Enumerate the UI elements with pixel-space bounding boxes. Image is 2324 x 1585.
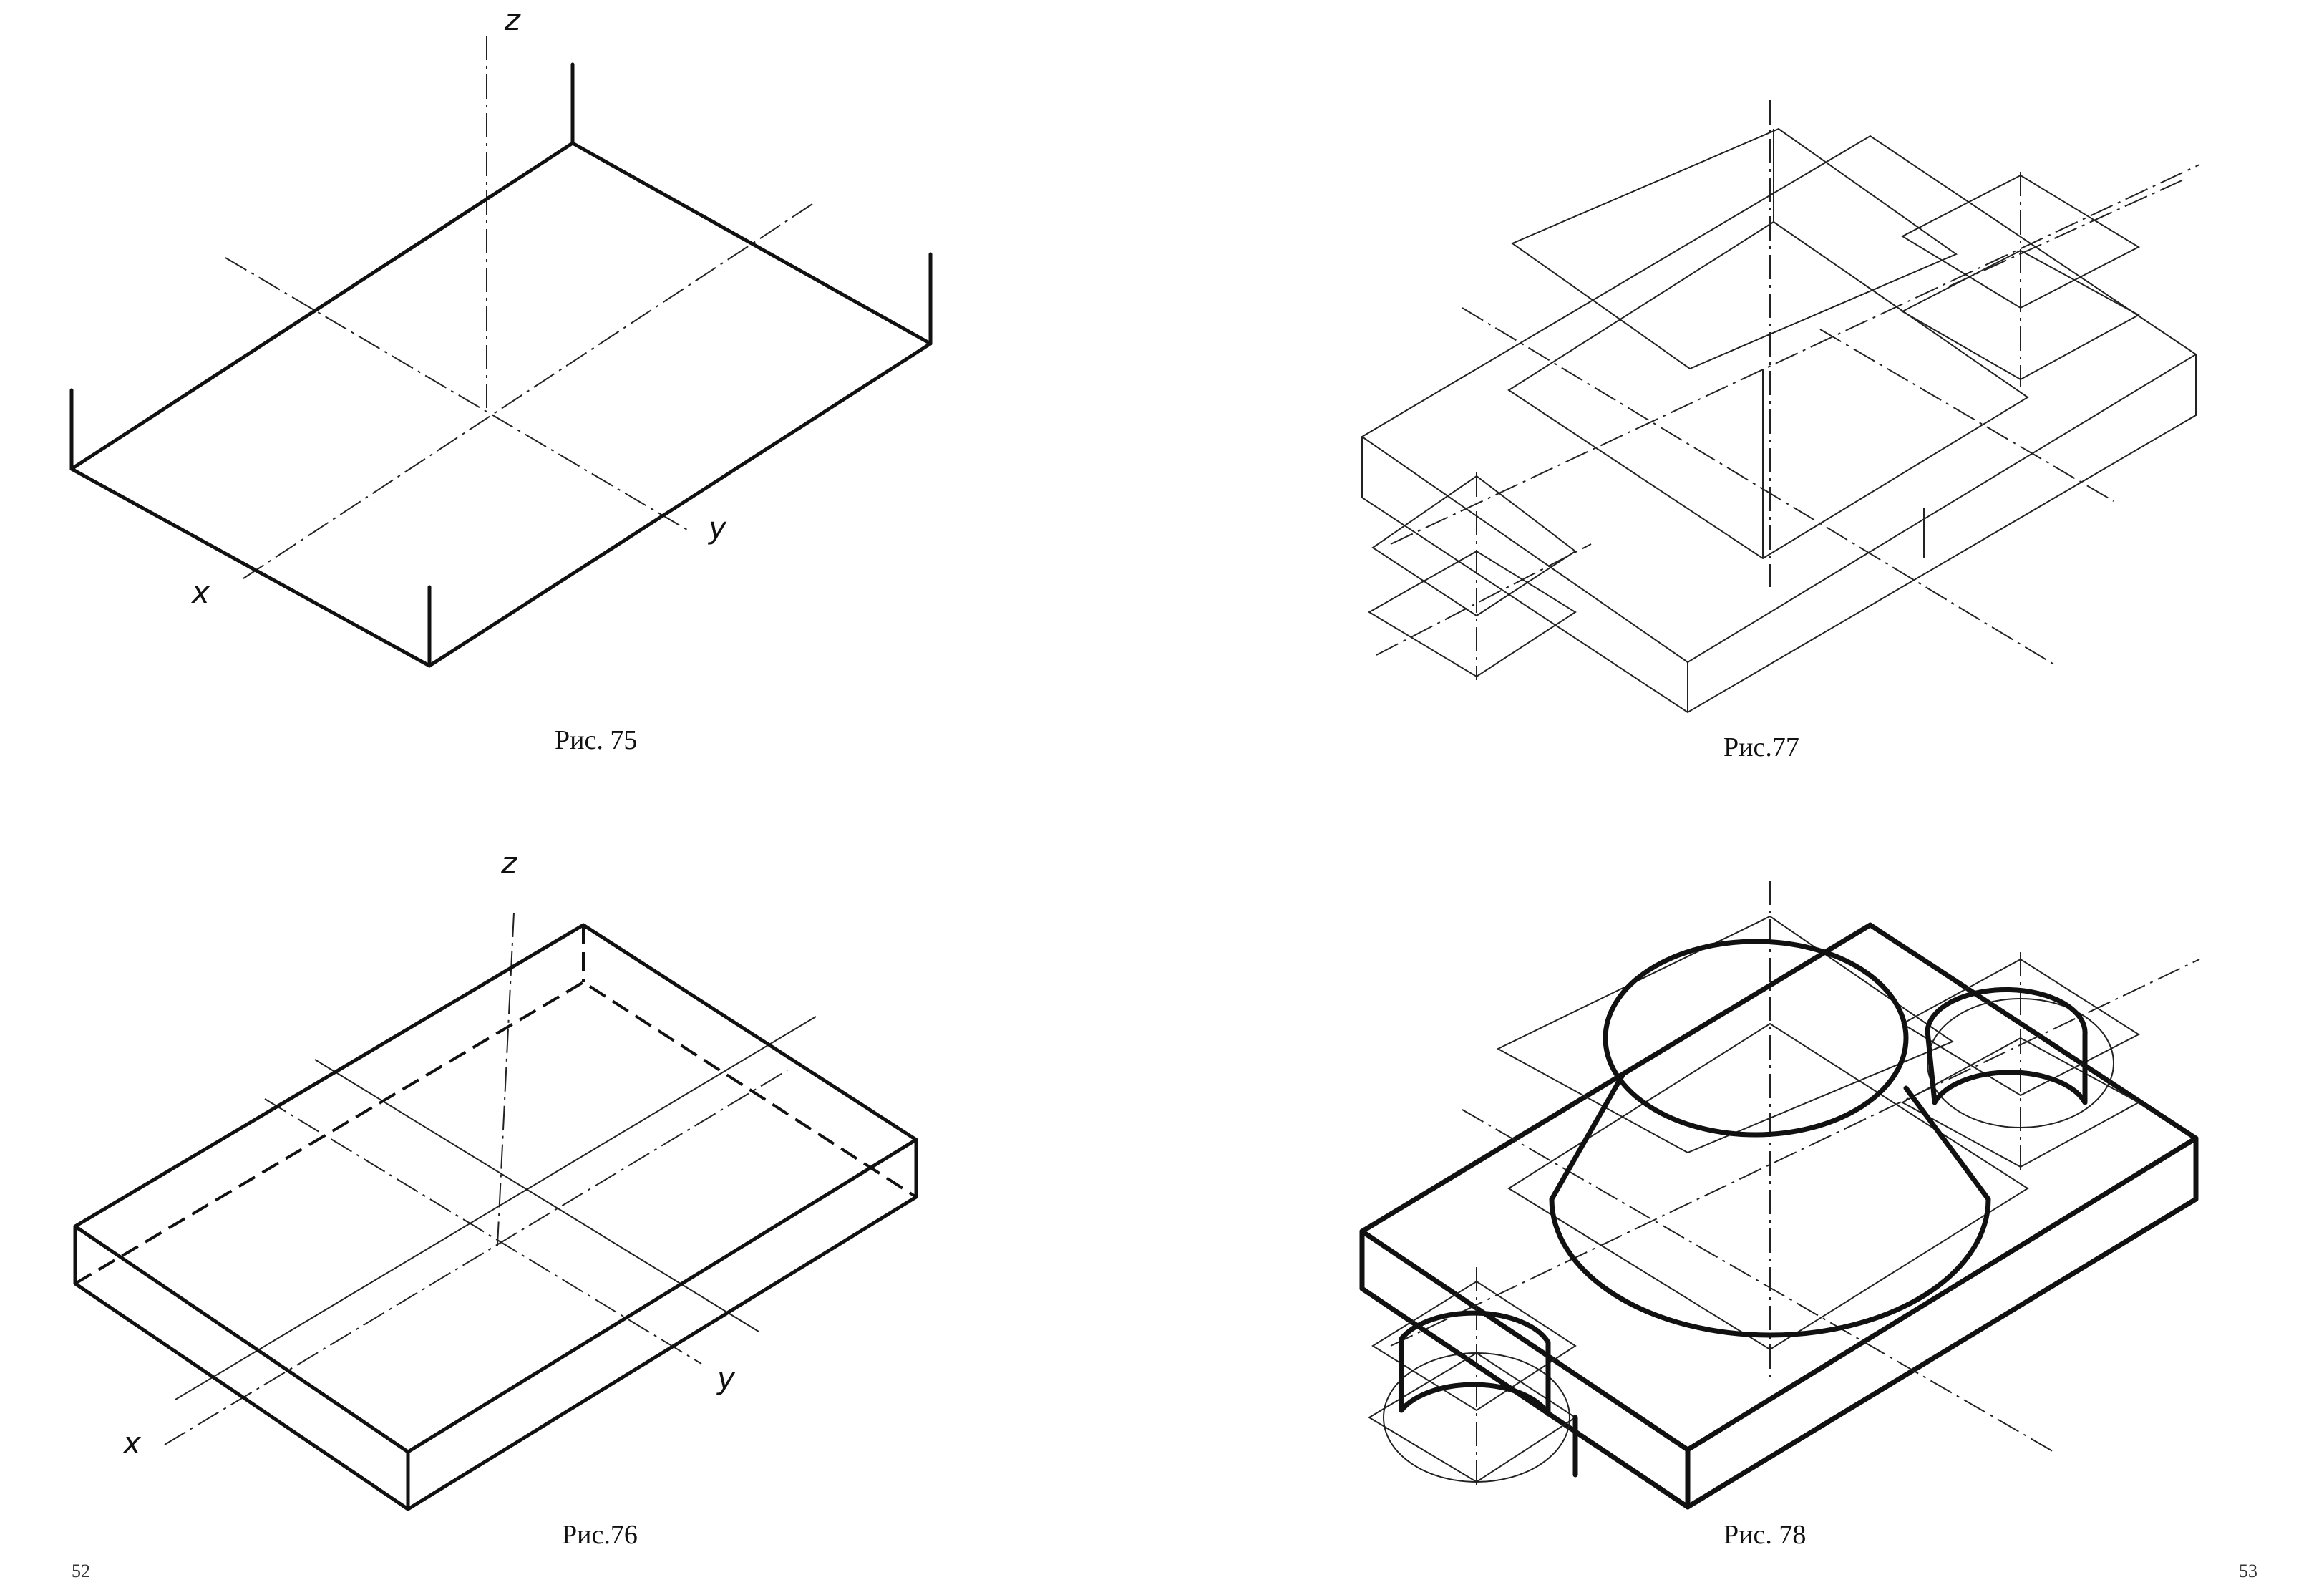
center-axis-diag xyxy=(1462,1109,2057,1454)
small-cylinder-left xyxy=(1399,1310,1551,1417)
small-cylinder-left-outline xyxy=(1383,1352,1570,1483)
page-number-right: 53 xyxy=(2239,1561,2257,1581)
guide-line xyxy=(175,1016,817,1400)
axis-label-x: x xyxy=(190,575,210,610)
z-axis-line xyxy=(497,912,515,1246)
figure-76-drawing: z x y xyxy=(73,845,918,1511)
center-axis-diag xyxy=(1462,307,2057,667)
figure-77: Рис.77 xyxy=(1162,0,2323,787)
center-axis-diag xyxy=(1390,164,2200,545)
cone-body xyxy=(1549,1071,1991,1338)
plate-side-faces xyxy=(1359,1135,2199,1510)
figure-77-caption: Рис.77 xyxy=(1723,732,1799,762)
figure-77-drawing xyxy=(1361,100,2200,714)
small-square-right-top xyxy=(1900,174,2141,309)
axis-label-x: x xyxy=(122,1425,142,1460)
small-square-left-top xyxy=(1371,475,1577,617)
axis-label-z: z xyxy=(500,845,517,881)
axis-label-y: y xyxy=(716,1361,736,1396)
small-square-left-bottom xyxy=(1368,550,1577,678)
right-axis-diag xyxy=(1948,178,2186,287)
small-cylinder-right-outline xyxy=(1927,998,2114,1128)
figure-78-caption: Рис. 78 xyxy=(1723,1520,1807,1550)
upper-square xyxy=(1496,915,1955,1154)
figure-75: z x y Рис. 75 xyxy=(0,0,1162,787)
page-number-left: 52 xyxy=(72,1561,90,1581)
small-square-right-top xyxy=(1900,958,2141,1097)
small-square-right-bottom xyxy=(1900,249,2141,381)
x-axis-line xyxy=(243,203,813,579)
x-axis-line xyxy=(164,1070,788,1445)
figure-78: Рис. 78 xyxy=(1162,787,2323,1585)
y-axis-line xyxy=(225,257,688,530)
left-page: z x y Рис. 75 z x y Рис.7 xyxy=(0,0,1162,1585)
figure-78-drawing xyxy=(1359,881,2200,1510)
left-axis-diag xyxy=(1376,543,1592,656)
axis-label-z: z xyxy=(504,2,521,37)
box-side-faces xyxy=(73,1138,918,1511)
plate-side-faces xyxy=(1361,354,2197,714)
box-hidden-edges xyxy=(74,980,918,1285)
small-square-right-bottom xyxy=(1900,1037,2141,1168)
guide-line xyxy=(314,1059,759,1332)
plate-axis xyxy=(1819,329,2114,502)
right-page: Рис.77 xyxy=(1162,0,2323,1585)
axis-label-y: y xyxy=(707,510,727,546)
figure-75-caption: Рис. 75 xyxy=(555,725,638,755)
cone-top-ellipse xyxy=(1603,939,1909,1138)
figure-75-drawing: z x y xyxy=(69,2,933,668)
box-top-face xyxy=(73,923,918,1454)
lower-square xyxy=(1507,1022,2029,1351)
lower-square xyxy=(1507,220,2029,560)
upper-square xyxy=(1510,127,1958,370)
small-cylinder-right xyxy=(1925,987,2088,1105)
y-axis-line xyxy=(264,1098,702,1365)
plate-top-face xyxy=(1361,135,2197,664)
center-axis-diag xyxy=(1390,959,2200,1347)
figure-76: z x y Рис.76 xyxy=(0,787,1162,1585)
figure-76-caption: Рис.76 xyxy=(562,1520,638,1550)
